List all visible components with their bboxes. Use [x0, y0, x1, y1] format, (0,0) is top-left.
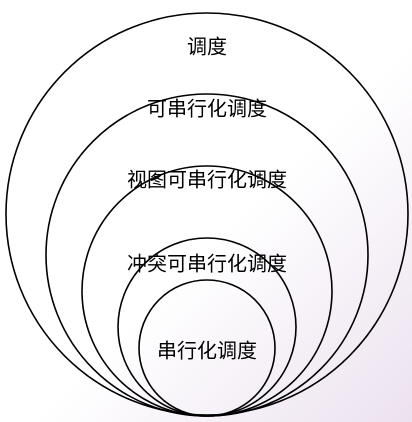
label-schedule: 调度 [187, 35, 227, 59]
label-serializable-schedule: 可串行化调度 [147, 97, 267, 121]
label-serial-schedule: 串行化调度 [157, 339, 257, 363]
label-view-serializable-schedule: 视图可串行化调度 [127, 168, 287, 192]
ring-schedule [5, 12, 409, 416]
ring-serial-schedule [138, 279, 276, 417]
ring-view-serializable-schedule [81, 165, 333, 417]
label-conflict-serializable-schedule: 冲突可串行化调度 [127, 252, 287, 276]
